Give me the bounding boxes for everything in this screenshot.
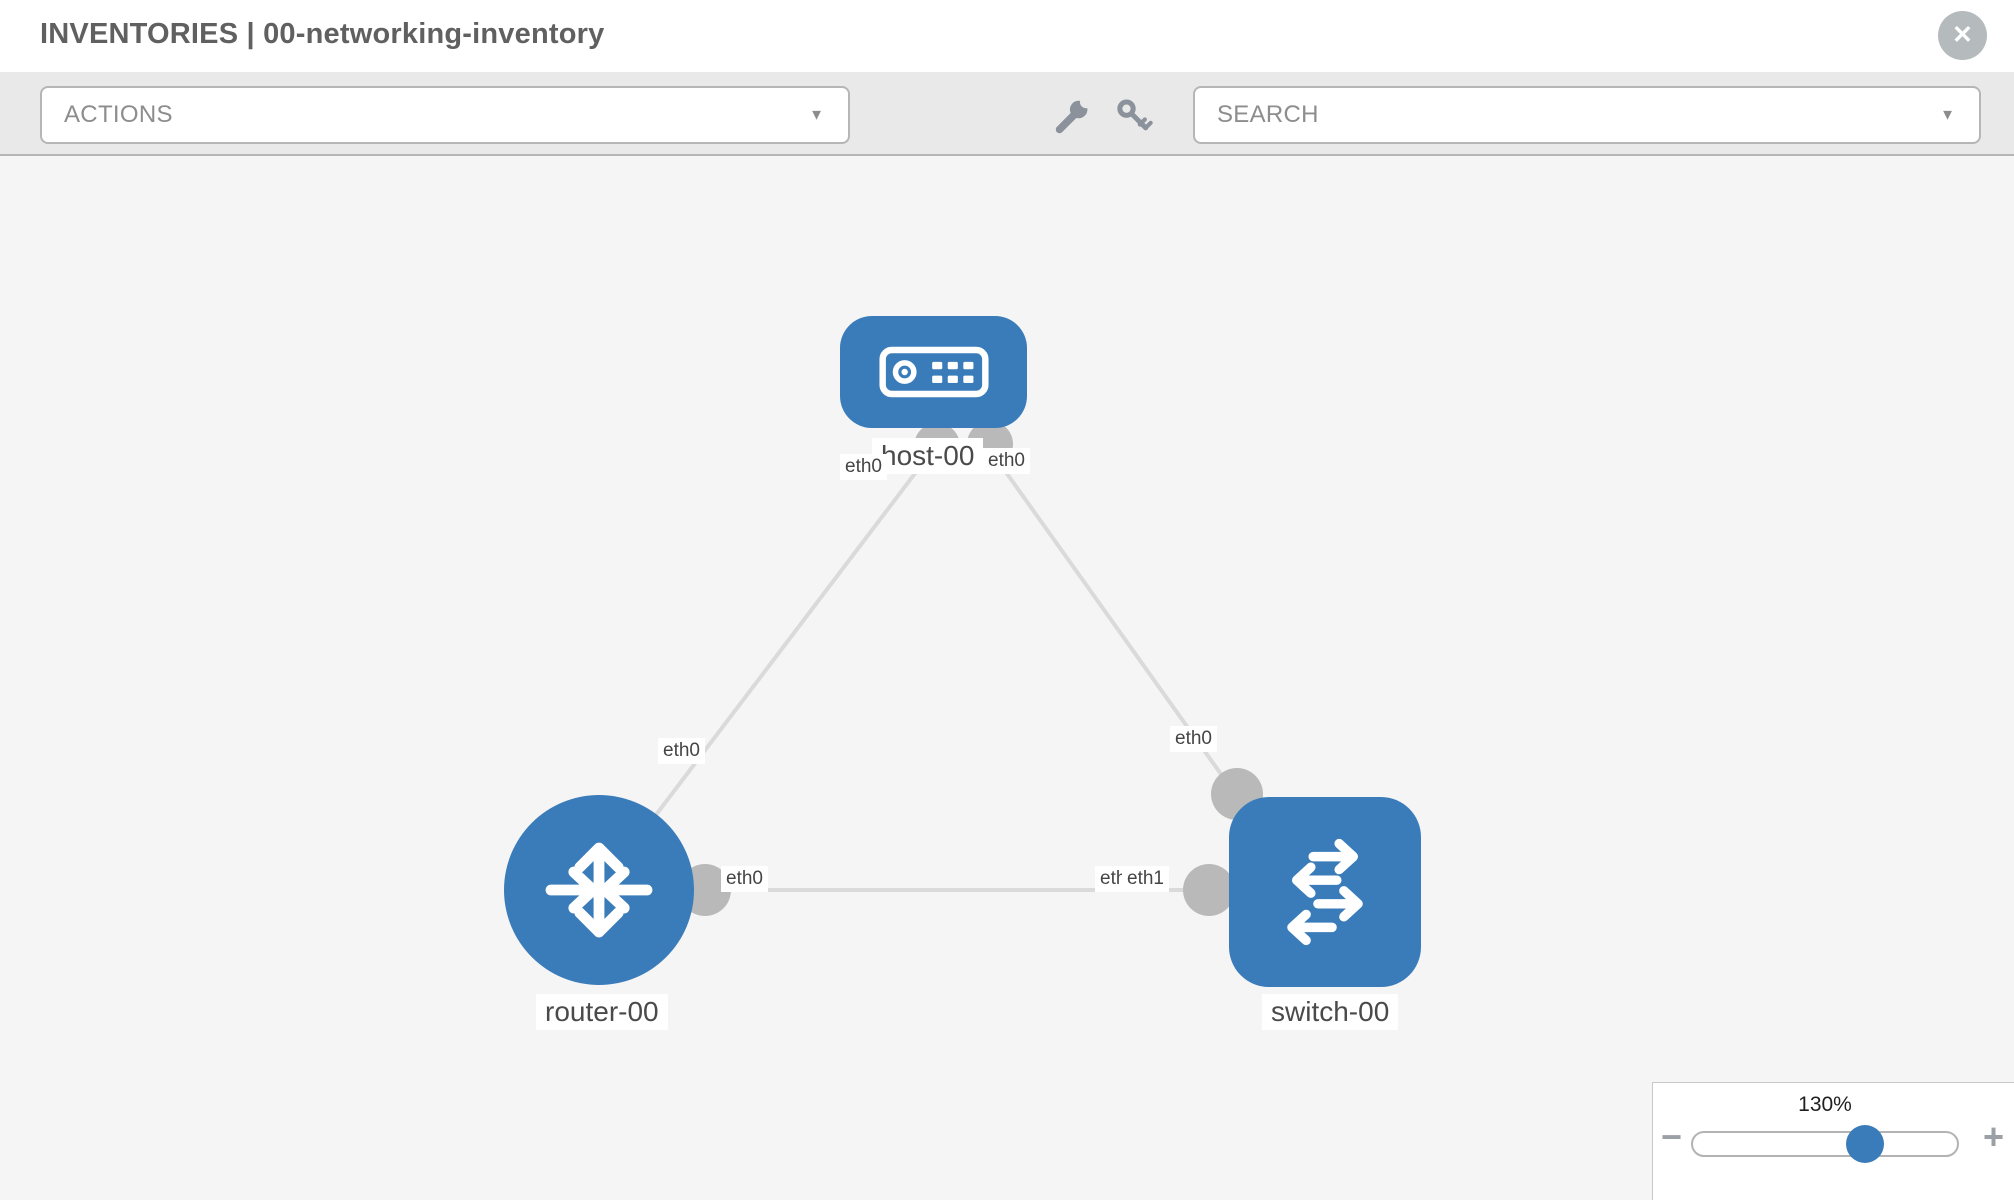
chevron-down-icon: ▼ bbox=[809, 106, 824, 124]
zoom-slider-track[interactable] bbox=[1691, 1125, 1959, 1163]
window-header: INVENTORIES | 00-networking-inventory ✕ bbox=[0, 0, 2014, 72]
interface-label: eth0 bbox=[840, 454, 887, 480]
interface-label: eth0 bbox=[983, 448, 1030, 474]
plus-icon: + bbox=[1982, 1116, 2004, 1157]
actions-dropdown[interactable]: ACTIONS ▼ bbox=[40, 86, 850, 144]
search-dropdown[interactable]: SEARCH ▼ bbox=[1193, 86, 1981, 144]
key-icon bbox=[1117, 99, 1153, 131]
zoom-in-button[interactable]: + bbox=[1983, 1119, 2004, 1155]
node-label-router: router-00 bbox=[536, 994, 668, 1030]
toolbar: ACTIONS ▼ SEARCH ▼ bbox=[0, 72, 2014, 156]
node-host[interactable] bbox=[840, 316, 1027, 428]
close-button[interactable]: ✕ bbox=[1938, 11, 1987, 60]
host-icon bbox=[878, 346, 989, 398]
node-switch[interactable] bbox=[1229, 797, 1421, 987]
node-router[interactable] bbox=[504, 795, 694, 985]
zoom-out-button[interactable]: − bbox=[1661, 1119, 1682, 1155]
actions-dropdown-label: ACTIONS bbox=[64, 101, 173, 128]
page-title: INVENTORIES | 00-networking-inventory bbox=[40, 18, 605, 50]
close-icon: ✕ bbox=[1952, 21, 1973, 49]
wrench-button[interactable] bbox=[1050, 96, 1094, 138]
switch-icon bbox=[1287, 838, 1363, 946]
key-button[interactable] bbox=[1112, 96, 1156, 138]
minus-icon: − bbox=[1661, 1116, 1683, 1157]
wrench-icon bbox=[1055, 97, 1092, 134]
interface-dot bbox=[1183, 864, 1235, 916]
zoom-panel: 130% − + bbox=[1652, 1082, 2014, 1200]
topology-canvas[interactable]: host-00 router-00 switch-00 eth0 eth0 et… bbox=[0, 156, 2014, 1200]
node-label-host: host-00 bbox=[872, 438, 984, 474]
interface-label: eth0 bbox=[658, 738, 705, 764]
interface-label: eth1 bbox=[1122, 866, 1169, 892]
zoom-level-value: 130% bbox=[1798, 1093, 1852, 1116]
interface-label: eth0 bbox=[1170, 726, 1217, 752]
interface-label: eth0 bbox=[721, 866, 768, 892]
search-dropdown-label: SEARCH bbox=[1217, 101, 1319, 128]
chevron-down-icon: ▼ bbox=[1940, 106, 1955, 124]
zoom-slider-knob[interactable] bbox=[1845, 1125, 1884, 1163]
router-icon bbox=[545, 842, 653, 938]
node-label-switch: switch-00 bbox=[1262, 994, 1399, 1030]
